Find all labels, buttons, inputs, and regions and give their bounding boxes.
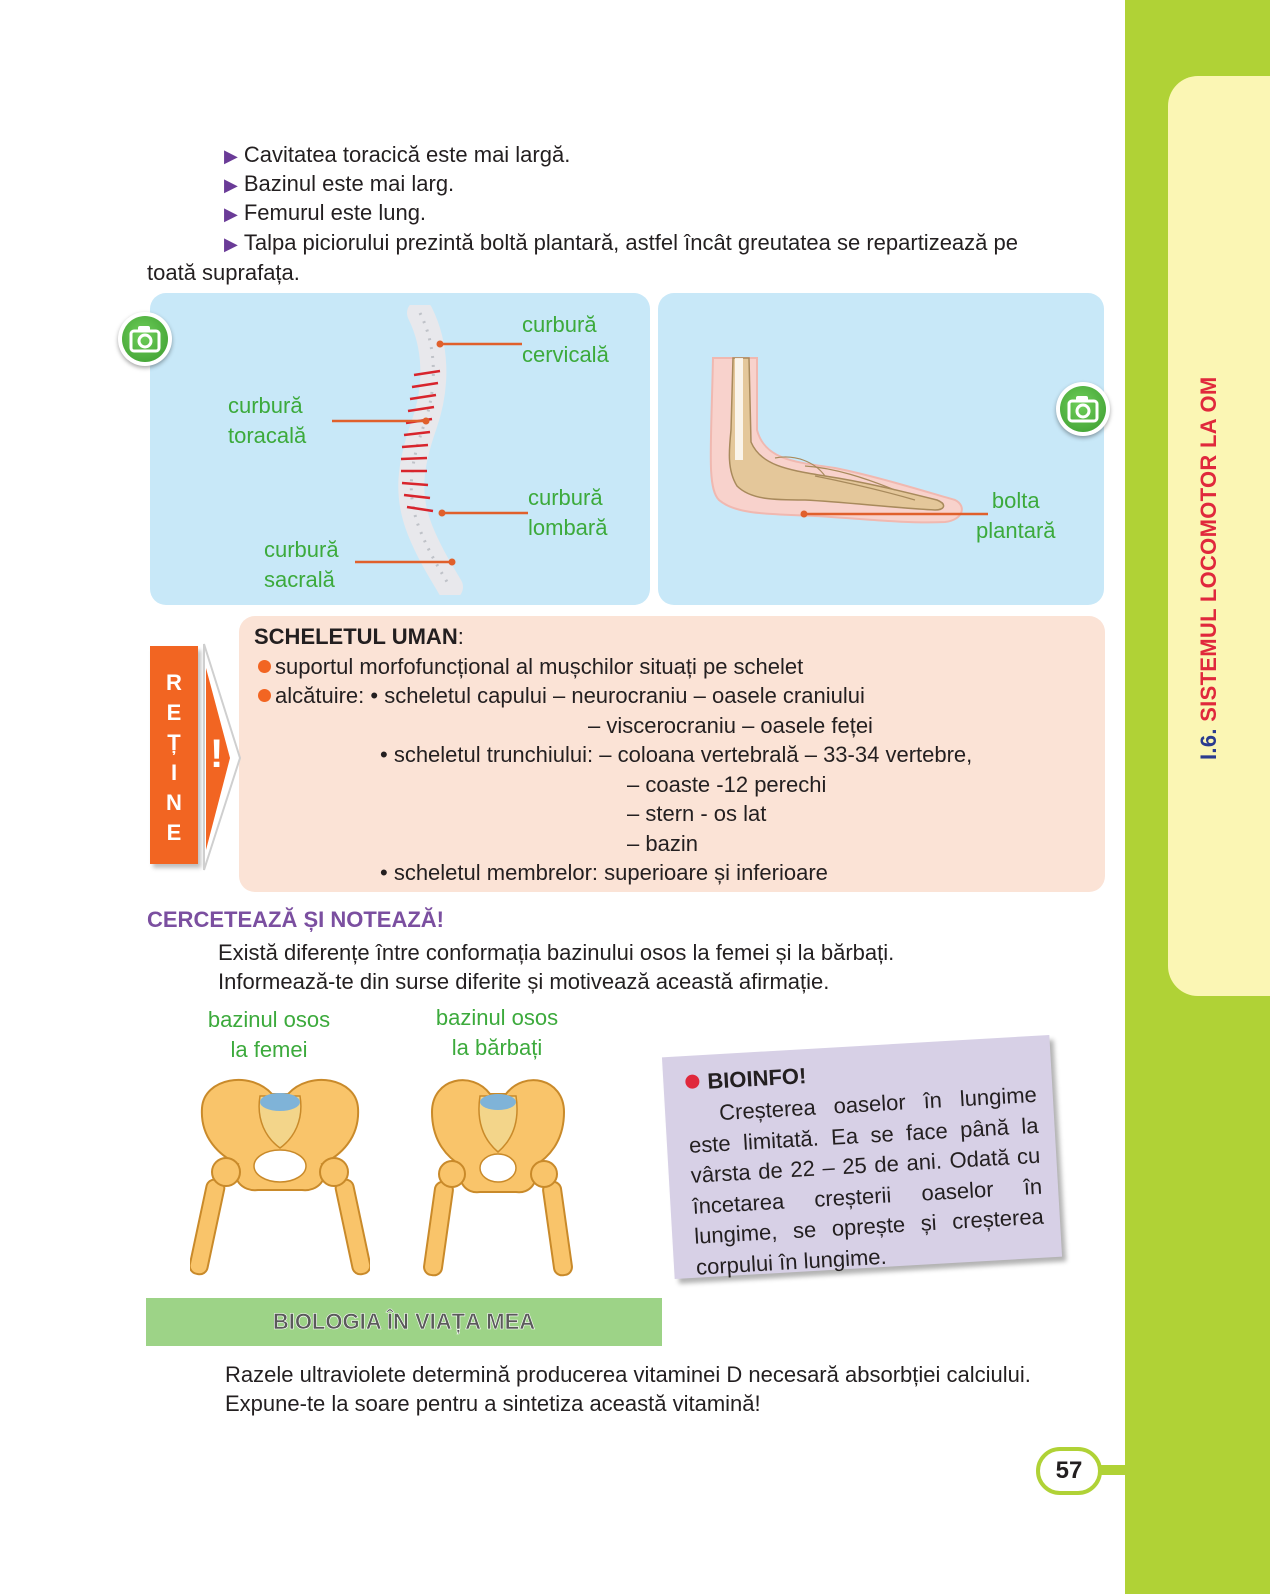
retine-line-7: – bazin: [627, 831, 698, 856]
research-title: CERCETEAZĂ ȘI NOTEAZĂ!: [147, 907, 444, 932]
chapter-tab: [1168, 76, 1270, 996]
pelvis-male-illustration: [423, 1079, 573, 1277]
camera-icon: [118, 312, 172, 366]
biology-life-banner: BIOLOGIA ÎN VIAȚA MEA: [146, 1298, 662, 1346]
chapter-title: I.6. SISTEMUL LOCOMOTOR LA OM: [1196, 376, 1222, 760]
retine-line-4: • scheletul trunchiului: – coloana verte…: [380, 742, 973, 767]
biology-life-line-2: Expune-te la soare pentru a sintetiza ac…: [225, 1391, 761, 1416]
pelvis-female-illustration: [190, 1079, 370, 1276]
intro-bullet-4: ▶Talpa piciorului prezintă boltă plantar…: [224, 230, 1018, 255]
bioinfo-text: Creșterea oaselor în lungime este limita…: [688, 1081, 1045, 1280]
page-number: 57: [1036, 1447, 1102, 1495]
intro-continuation: toată suprafața.: [147, 260, 300, 285]
retine-arrow: [203, 643, 242, 871]
retine-line-8: • scheletul membrelor: superioare și inf…: [380, 860, 828, 885]
retine-line-3: – viscerocraniu – oasele feței: [588, 713, 873, 738]
research-line-2: Informează-te din surse diferite și moti…: [218, 969, 830, 994]
intro-bullet-1: ▶Cavitatea toracică este mai largă.: [224, 142, 571, 167]
spine-figure-panel: [150, 293, 650, 605]
retine-label: R E Ț I N E: [150, 646, 198, 864]
foot-illustration: [709, 357, 963, 524]
retine-line-6: – stern - os lat: [627, 801, 767, 826]
biology-life-line-1: Razele ultraviolete determină producerea…: [225, 1362, 1031, 1387]
retine-title: SCHELETUL UMAN:: [254, 624, 464, 649]
retine-line-5: – coaste -12 perechi: [627, 772, 827, 797]
smiley-icon: [258, 660, 271, 673]
bioinfo-card: BIOINFO! Creșterea oaselor în lungime es…: [661, 1035, 1063, 1279]
camera-icon: [1056, 382, 1110, 436]
smiley-icon: [258, 689, 271, 702]
spine-illustration: [398, 305, 463, 595]
retine-box: [239, 616, 1105, 892]
biology-life-title: BIOLOGIA ÎN VIAȚA MEA: [272, 1309, 536, 1335]
research-line-1: Există diferențe între conformația bazin…: [218, 940, 895, 965]
page-number-connector: [1080, 1465, 1125, 1475]
chapter-name: SISTEMUL LOCOMOTOR LA OM: [1196, 376, 1221, 722]
retine-line-1: suportul morfofuncțional al mușchilor si…: [258, 652, 803, 682]
chapter-number: I.6.: [1196, 728, 1221, 760]
retine-line-2: alcătuire: • scheletul capului – neurocr…: [258, 681, 865, 711]
spine-leader-lines: [332, 340, 528, 566]
bioinfo-title: BIOINFO!: [684, 1063, 807, 1096]
intro-bullet-2: ▶Bazinul este mai larg.: [224, 171, 455, 196]
intro-bullet-3: ▶Femurul este lung.: [224, 200, 427, 225]
red-dot-icon: [684, 1074, 700, 1090]
retine-exclamation: !: [210, 732, 224, 776]
foot-leader-line: [800, 510, 988, 518]
